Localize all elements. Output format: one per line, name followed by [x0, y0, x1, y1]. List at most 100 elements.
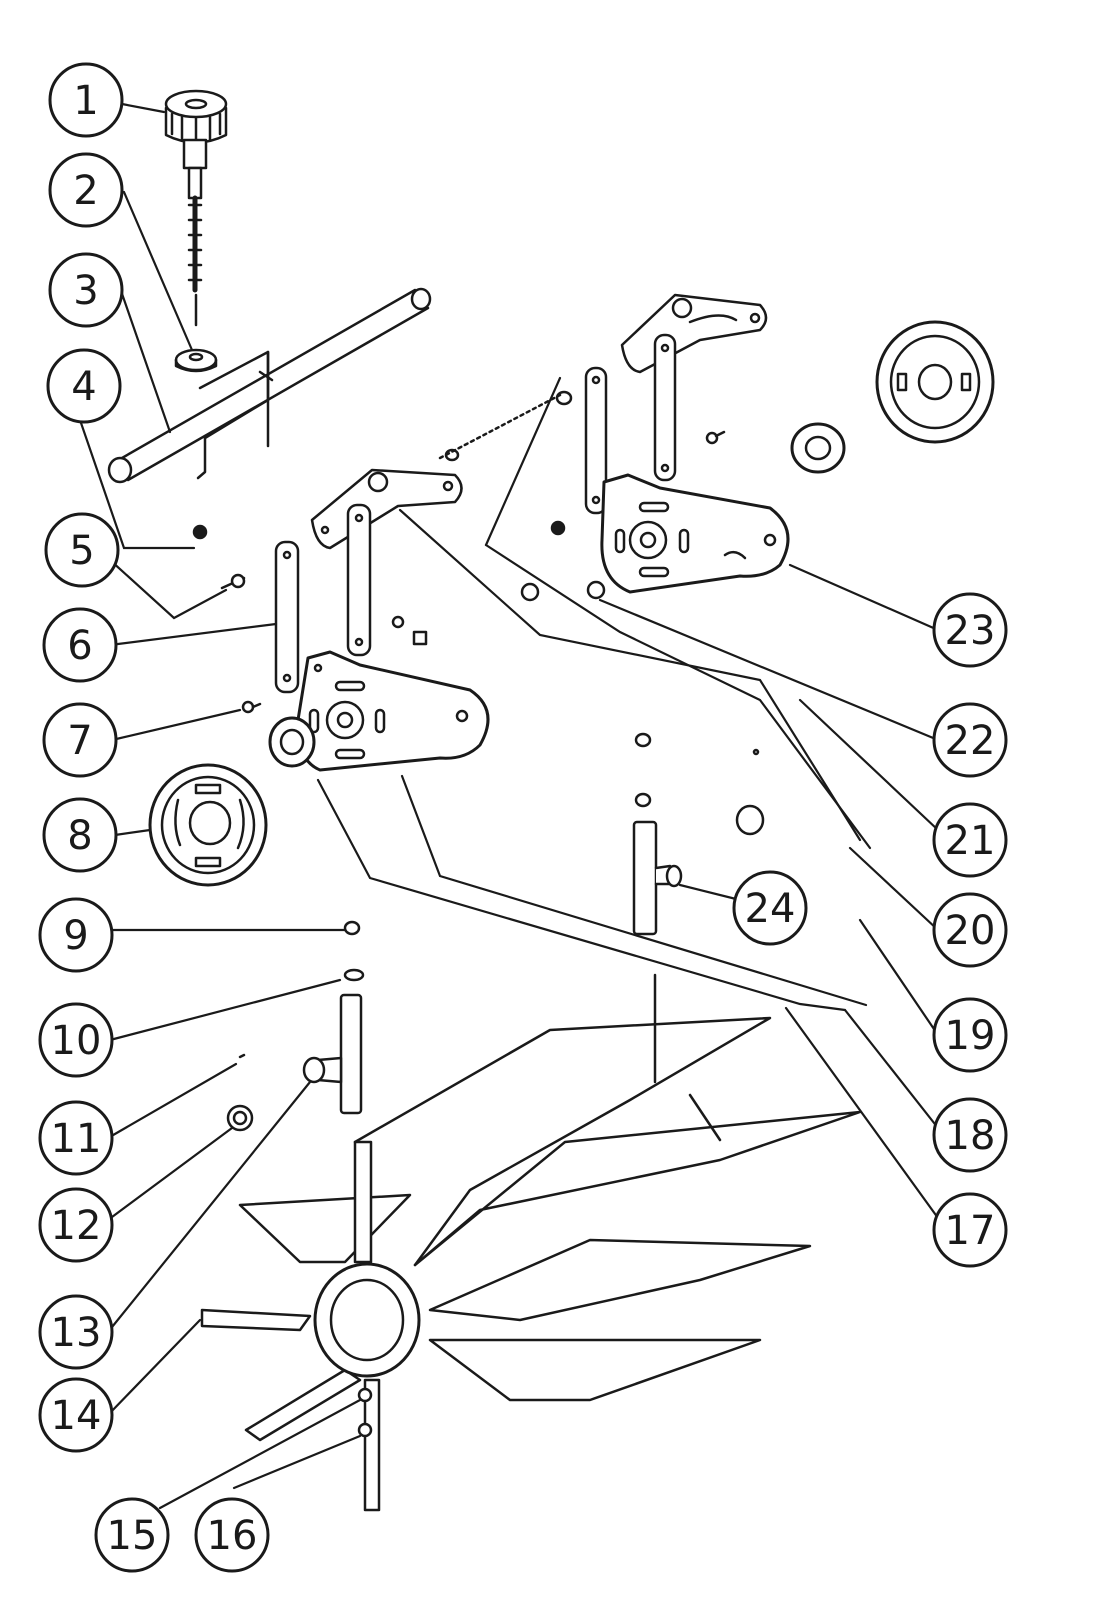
callout-label: 23 [945, 608, 996, 654]
callout-8: 8 [42, 797, 118, 873]
frame-rails [316, 376, 872, 1012]
callout-label: 12 [51, 1203, 102, 1249]
callout-circle [38, 1002, 114, 1078]
callout-label: 13 [51, 1310, 102, 1356]
pulley-right-part [875, 320, 995, 444]
callout-circle [932, 892, 1008, 968]
callout-label: 16 [207, 1513, 258, 1559]
callout-23: 23 [932, 592, 1008, 668]
callout-label: 9 [63, 913, 88, 959]
mount-plate-left-part [296, 650, 490, 772]
callout-4: 4 [46, 348, 122, 424]
callout-label: 20 [945, 908, 996, 954]
callout-9: 9 [38, 897, 114, 973]
hub-screws-part [357, 1387, 373, 1438]
callout-circle [48, 252, 124, 328]
washer-part [174, 348, 218, 373]
callout-circle [38, 1294, 114, 1370]
callout-14: 14 [38, 1377, 114, 1453]
pin-part [238, 1053, 246, 1059]
washer-10-part [343, 968, 365, 982]
callout-circle [932, 702, 1008, 778]
callout-label: 21 [945, 818, 996, 864]
callout-5: 5 [44, 512, 120, 588]
callout-label: 5 [69, 528, 94, 574]
callout-label: 8 [67, 813, 92, 859]
callout-label: 3 [73, 268, 98, 314]
callout-12: 12 [38, 1187, 114, 1263]
callout-22: 22 [932, 702, 1008, 778]
callout-label: 15 [107, 1513, 158, 1559]
callout-circle [38, 897, 114, 973]
callout-label: 11 [51, 1116, 102, 1162]
callout-circle [42, 702, 118, 778]
paddle-wheel-part [200, 973, 862, 1512]
mount-plate-right-part [600, 473, 790, 594]
ring-part [226, 1104, 254, 1132]
callout-circle [194, 1497, 270, 1573]
callout-label: 7 [67, 718, 92, 764]
tee-tube-part [632, 820, 683, 936]
screw-part [220, 573, 246, 590]
callout-1: 1 [48, 62, 124, 138]
callout-17: 17 [932, 1192, 1008, 1268]
nut-9-part [343, 920, 361, 936]
callout-24: 24 [732, 870, 808, 946]
callout-label: 18 [945, 1113, 996, 1159]
nut-part [192, 524, 208, 540]
callout-10: 10 [38, 1002, 114, 1078]
callout-15: 15 [94, 1497, 170, 1573]
crank-lever-left-part [310, 393, 562, 657]
callout-2: 2 [48, 152, 124, 228]
callout-circle [48, 62, 124, 138]
callout-circle [42, 607, 118, 683]
callout-label: 22 [945, 718, 996, 764]
callout-circle [46, 348, 122, 424]
small-screw-part [241, 700, 262, 714]
callout-circle [48, 152, 124, 228]
callout-7: 7 [42, 702, 118, 778]
callout-circle [44, 512, 120, 588]
small-hardware-part [391, 430, 765, 836]
tee-shaft-part [302, 993, 363, 1115]
callout-20: 20 [932, 892, 1008, 968]
callout-18: 18 [932, 1097, 1008, 1173]
callout-label: 2 [73, 168, 98, 214]
knob-shaft-part [164, 89, 228, 327]
callout-label: 1 [73, 78, 98, 124]
bearing-right-part [790, 422, 846, 474]
callout-circle [732, 870, 808, 946]
callout-circle [932, 1192, 1008, 1268]
callout-19: 19 [932, 997, 1008, 1073]
callout-label: 14 [51, 1393, 102, 1439]
callout-circle [932, 592, 1008, 668]
callout-circle [38, 1100, 114, 1176]
leader-lines [78, 102, 940, 1510]
callout-circle [38, 1187, 114, 1263]
callout-21: 21 [932, 802, 1008, 878]
bearing-left-part [268, 716, 316, 768]
crank-lever-right-part [555, 293, 768, 515]
link-bar-part [274, 540, 300, 694]
callout-label: 17 [945, 1208, 996, 1254]
callout-label: 10 [51, 1018, 102, 1064]
callout-3: 3 [48, 252, 124, 328]
callout-circle [932, 1097, 1008, 1173]
callout-label: 4 [71, 364, 96, 410]
pulley-left-part [148, 763, 268, 887]
callout-circle [94, 1497, 170, 1573]
callout-label: 6 [67, 623, 92, 669]
callout-circle [932, 997, 1008, 1073]
callout-13: 13 [38, 1294, 114, 1370]
callout-label: 24 [745, 886, 796, 932]
callout-circle [42, 797, 118, 873]
callout-6: 6 [42, 607, 118, 683]
callout-16: 16 [194, 1497, 270, 1573]
callout-circle [38, 1377, 114, 1453]
callout-circle [932, 802, 1008, 878]
rod-part [107, 287, 432, 484]
callout-11: 11 [38, 1100, 114, 1176]
callout-label: 19 [945, 1013, 996, 1059]
